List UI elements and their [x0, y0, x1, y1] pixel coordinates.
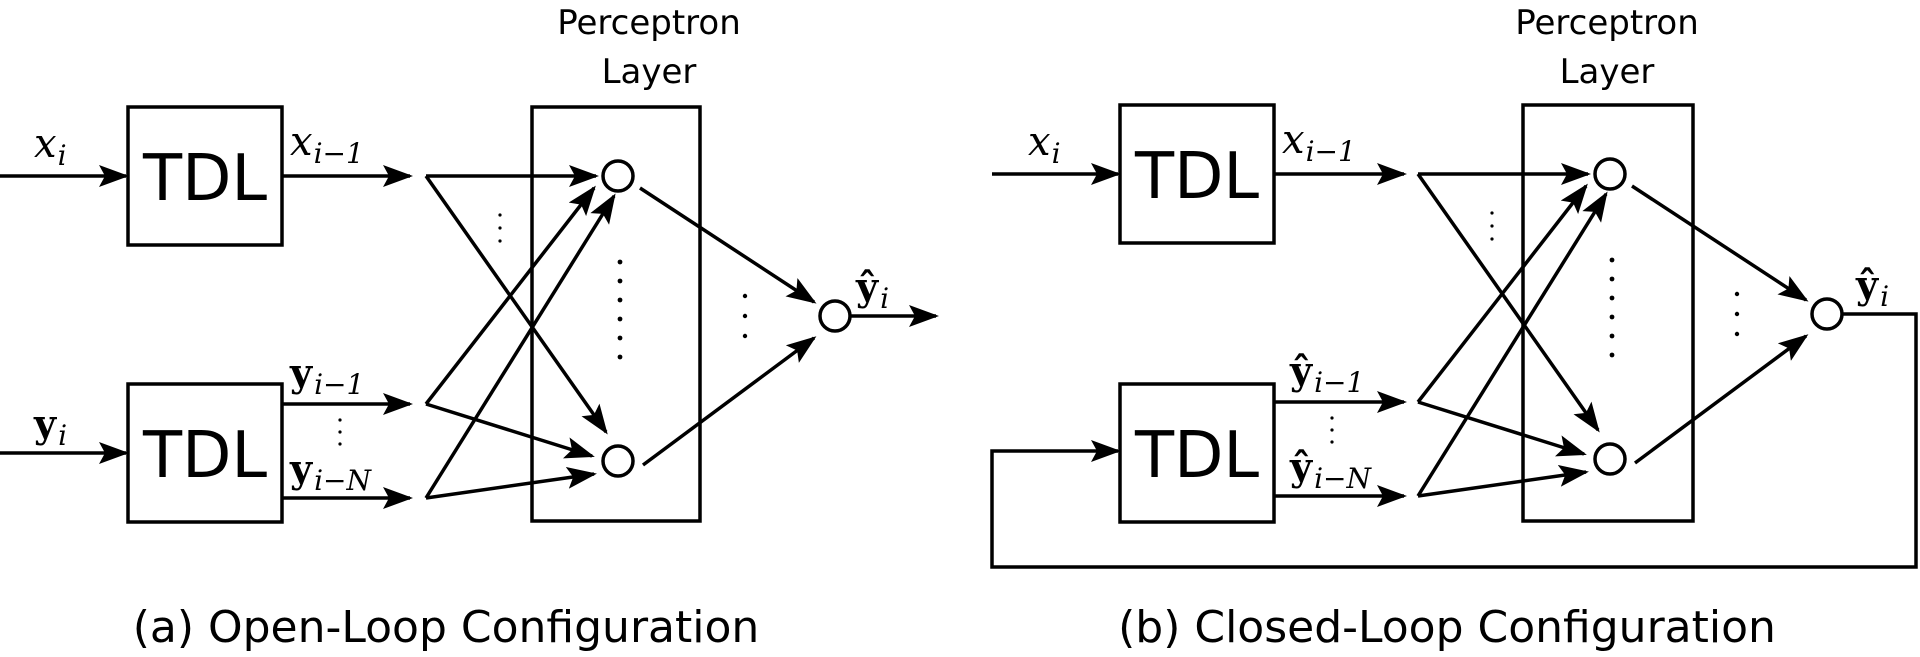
conn	[1416, 172, 1600, 433]
conn-to-output	[641, 336, 817, 467]
dot	[1609, 295, 1615, 301]
dot	[498, 239, 502, 243]
dot	[498, 213, 502, 217]
conn	[1416, 191, 1608, 497]
dot	[338, 418, 342, 422]
hidden-node-bottom	[1593, 442, 1627, 476]
dot	[617, 335, 623, 341]
tdl-top-label: TDL	[1134, 140, 1259, 214]
y-prev-label: ŷi−1	[1289, 348, 1364, 399]
dot	[338, 442, 342, 446]
conn	[424, 185, 596, 406]
dot	[1609, 257, 1615, 263]
dot	[1609, 314, 1615, 320]
feedback-loop-arrow	[990, 312, 1918, 569]
input-y-label: yi	[33, 401, 67, 452]
dot	[1490, 211, 1494, 215]
dot	[498, 226, 502, 230]
hidden-node-top	[601, 159, 635, 193]
layer-title-line1: Perceptron	[1515, 3, 1699, 43]
dot	[1609, 352, 1615, 358]
dot	[1734, 331, 1740, 337]
dot	[742, 293, 748, 299]
conn-to-output	[639, 186, 817, 304]
output-node	[818, 299, 852, 333]
layer-title-line1: Perceptron	[557, 3, 741, 43]
dot	[742, 313, 748, 319]
perceptron-layer-box	[1521, 103, 1695, 523]
dot	[1490, 237, 1494, 241]
tdl-box-bottom	[1118, 382, 1276, 524]
output-label: ŷi	[855, 264, 889, 315]
conn	[424, 193, 616, 499]
panel-closed-loop: Perceptron Layer TDL TDL xi xi−1 ŷi−1 ŷi…	[990, 3, 1918, 653]
dot	[1609, 333, 1615, 339]
dot	[1330, 416, 1334, 420]
dot	[1330, 440, 1334, 444]
caption-open-loop: (a) Open-Loop Configuration	[133, 602, 760, 653]
x-prev-label: xi−1	[290, 119, 364, 170]
conn	[424, 174, 608, 435]
conn	[1417, 400, 1587, 457]
tdl-top-label: TDL	[142, 142, 267, 216]
dot	[1734, 311, 1740, 317]
dot	[617, 354, 623, 360]
layer-title-line2: Layer	[1560, 52, 1655, 92]
x-prev-label: xi−1	[1282, 117, 1356, 168]
panel-open-loop: Perceptron Layer TDL TDL xi yi xi−1 yi−1…	[0, 3, 939, 653]
output-node	[1810, 297, 1844, 331]
dot	[1609, 276, 1615, 282]
dot	[617, 297, 623, 303]
dot	[338, 430, 342, 434]
perceptron-layer-box	[530, 105, 702, 523]
dot	[1330, 428, 1334, 432]
y-last-label: yi−N	[289, 446, 373, 497]
tdl-bottom-label: TDL	[1134, 419, 1259, 493]
dot	[1734, 291, 1740, 297]
input-x-label: xi	[1028, 119, 1061, 170]
dot	[617, 259, 623, 265]
layer-title-line2: Layer	[602, 52, 697, 92]
y-prev-label: yi−1	[289, 350, 364, 401]
conn-to-output	[1631, 184, 1809, 302]
conn	[1417, 464, 1589, 498]
dot	[617, 278, 623, 284]
hidden-node-bottom	[601, 444, 635, 478]
conn-to-output	[1633, 334, 1809, 465]
dot	[742, 333, 748, 339]
dot	[1490, 224, 1494, 228]
tdl-box-top	[126, 105, 284, 247]
tdl-bottom-label: TDL	[142, 419, 267, 493]
conn	[1416, 183, 1588, 404]
tdl-box-bottom	[126, 382, 284, 524]
y-last-label: ŷi−N	[1289, 444, 1373, 495]
output-label: ŷi	[1855, 262, 1889, 313]
conn	[425, 402, 595, 459]
dot	[617, 316, 623, 322]
input-x-label: xi	[34, 121, 67, 172]
conn	[425, 466, 597, 500]
hidden-node-top	[1593, 157, 1627, 191]
caption-closed-loop: (b) Closed-Loop Configuration	[1118, 602, 1776, 653]
